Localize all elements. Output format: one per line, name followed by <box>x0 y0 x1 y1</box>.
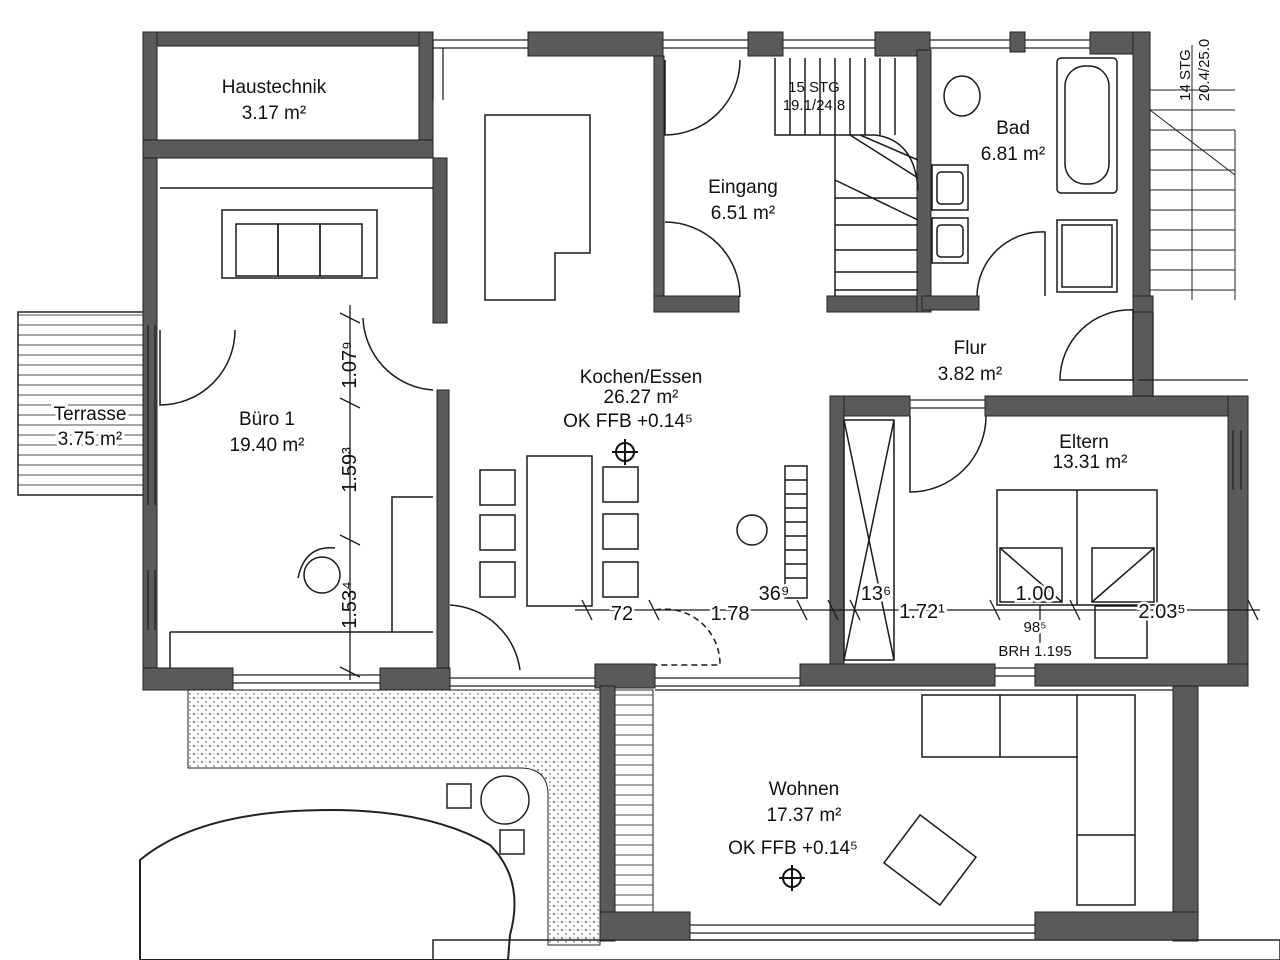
eltern-door <box>909 415 987 493</box>
dim-brh: BRH 1.195 <box>998 643 1071 660</box>
kochen-level: OK FFB +0.14⁵ <box>563 411 693 432</box>
garden-chair <box>499 829 525 855</box>
dining-chair <box>602 513 639 550</box>
dim-buero-1593: 1.59³ <box>339 447 361 493</box>
garden-wall <box>432 939 1280 960</box>
terrasse-name: Terrasse <box>54 404 127 425</box>
bad-door <box>976 231 1046 297</box>
dim-178: 1.78 <box>711 603 750 625</box>
bad-name: Bad <box>996 118 1030 139</box>
flur-area: 3.82 m² <box>938 364 1002 385</box>
doors <box>159 59 1134 671</box>
nightstand <box>1094 605 1148 659</box>
washbasin <box>931 164 969 211</box>
dining-chair <box>602 466 639 503</box>
shower <box>1056 219 1118 293</box>
dim-369: 36⁹ <box>759 583 790 605</box>
kochen-name: Kochen/Essen <box>580 367 703 388</box>
eingang-name: Eingang <box>708 177 778 198</box>
eltern-name: Eltern <box>1059 432 1109 453</box>
bathtub <box>1056 57 1118 194</box>
flur-name: Flur <box>954 338 987 359</box>
level-markers <box>612 439 805 891</box>
eingang-entry-door <box>664 59 741 136</box>
kitchen-door <box>362 317 434 391</box>
inner-stair <box>774 58 919 296</box>
flur-door <box>1059 309 1134 381</box>
kitchen-stool <box>736 514 768 546</box>
wohnen-area: 17.37 m² <box>767 805 842 826</box>
garden-chair <box>446 783 472 809</box>
stair-labels: 15 STG 19.1/24.8 14 STG 20.4/25.0 <box>783 39 1213 114</box>
wohnen-name: Wohnen <box>769 779 839 800</box>
wohnen-door <box>654 608 721 666</box>
furniture <box>160 57 1158 907</box>
dim-2035: 2.03⁵ <box>1138 601 1185 623</box>
radiator <box>784 465 808 599</box>
dim-100: 1.00 <box>1016 583 1055 605</box>
washbasin <box>931 217 969 264</box>
kitchen-counter <box>484 114 591 301</box>
bad-area: 6.81 m² <box>981 144 1045 165</box>
outdoor-area <box>17 45 1280 960</box>
dimension-labels: 1.07⁹ 1.59³ 1.53⁴ 72 1.78 36⁹ 13⁶ 1.72¹ … <box>339 341 1188 662</box>
dim-buero-1079: 1.07⁹ <box>339 341 361 389</box>
dim-985: 98⁵ <box>1024 619 1047 636</box>
outer-stair-count: 14 STG <box>1177 49 1194 101</box>
office-chair <box>303 556 341 594</box>
haustechnik-name: Haustechnik <box>222 77 327 98</box>
buero-door <box>159 329 236 406</box>
dim-72: 72 <box>611 603 633 625</box>
eingang-area: 6.51 m² <box>711 203 775 224</box>
haustechnik-area: 3.17 m² <box>242 103 306 124</box>
inner-stair-ratio: 19.1/24.8 <box>783 97 846 114</box>
dining-table <box>526 455 593 607</box>
wardrobe <box>843 419 895 661</box>
outdoor-stair <box>1149 45 1236 300</box>
windows <box>147 39 1248 934</box>
dim-buero-1534: 1.53⁴ <box>339 581 361 629</box>
eingang-door <box>664 221 741 298</box>
corner-sofa <box>921 694 1136 906</box>
dining-chair <box>479 514 516 551</box>
eltern-area: 13.31 m² <box>1053 452 1128 473</box>
toilet <box>943 75 981 117</box>
dim-1721: 1.72¹ <box>899 601 945 623</box>
walls <box>142 31 1249 942</box>
buero-area: 19.40 m² <box>230 435 305 456</box>
buero-name: Büro 1 <box>239 409 295 430</box>
dining-chair <box>479 561 516 598</box>
gravel-strip <box>187 689 601 946</box>
dim-136: 13⁶ <box>861 583 891 605</box>
room-labels: Haustechnik 3.17 m² Büro 1 19.40 m² Terr… <box>51 77 1128 859</box>
kitchen-bottom-door <box>449 604 521 671</box>
dining-chair <box>479 469 516 506</box>
terrasse-area: 3.75 m² <box>58 429 122 450</box>
garden-table <box>480 775 530 825</box>
kochen-area: 26.27 m² <box>604 387 679 408</box>
inner-stair-count: 15 STG <box>788 79 840 96</box>
terrasse-deck <box>17 311 149 496</box>
dimension-lines <box>339 305 1260 680</box>
garden-pond <box>139 808 516 960</box>
buero-desk <box>391 496 433 632</box>
wohnen-level: OK FFB +0.14⁵ <box>728 838 858 859</box>
coffee-table <box>882 813 978 907</box>
outer-stair-ratio: 20.4/25.0 <box>1196 39 1213 102</box>
dining-chair <box>602 561 639 598</box>
buero-sofa <box>221 209 378 279</box>
